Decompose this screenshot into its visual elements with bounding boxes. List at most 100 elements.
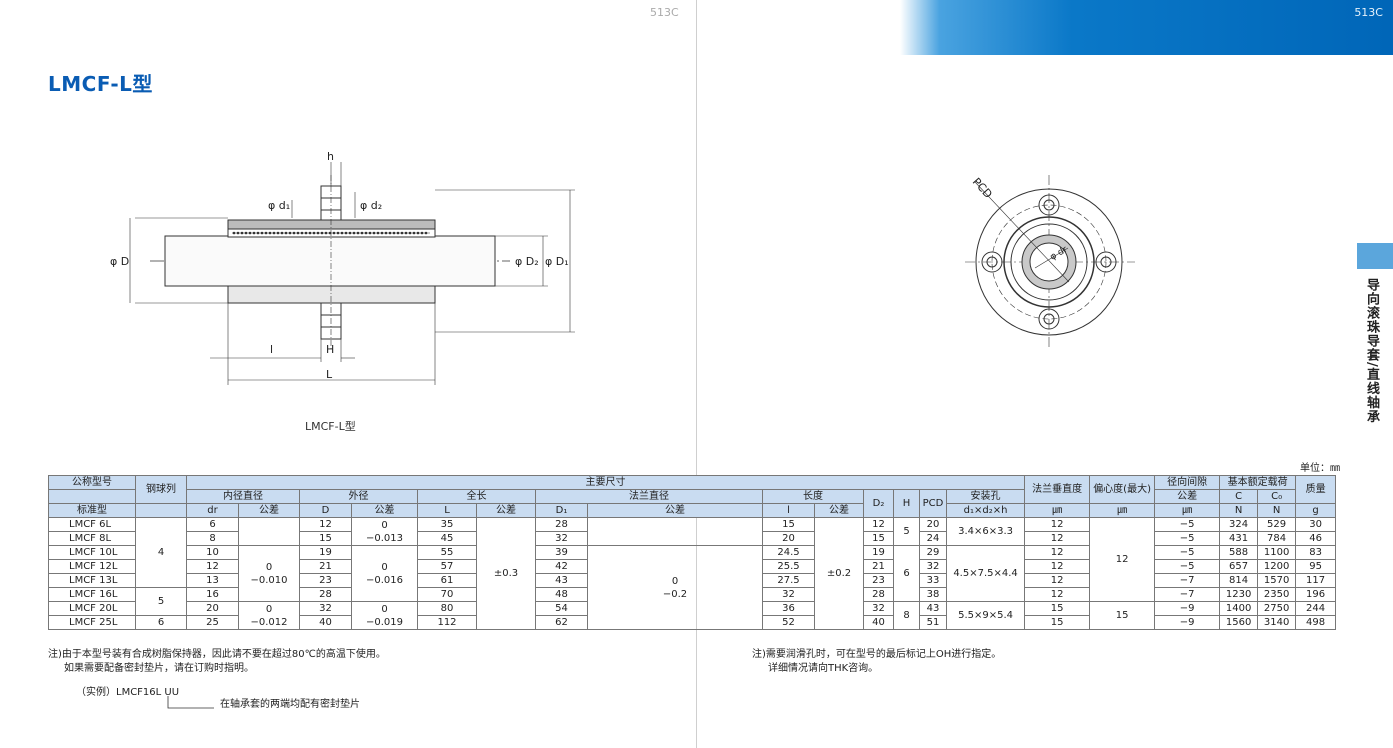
ball-dot	[292, 231, 296, 235]
table-cell: 244	[1295, 601, 1337, 616]
table-cell: 784	[1257, 531, 1297, 546]
page-title: LMCF-L型	[48, 72, 153, 96]
table-cell: LMCF 25L	[48, 615, 136, 630]
table-cell: 324	[1219, 517, 1259, 532]
table-cell: 20	[762, 531, 815, 546]
ball-dot	[400, 231, 404, 235]
hdr-mount-hole: 安装孔	[945, 489, 1026, 504]
table-cell: ±0.2	[814, 517, 864, 630]
table-cell: 117	[1295, 573, 1337, 588]
table-cell: 0−0.012	[238, 601, 300, 630]
ball-dot	[344, 231, 348, 235]
table-row: LMCF 16L 5 16 28 70 48 32 28 38 12 −7 12…	[48, 587, 1337, 616]
ball-dot	[296, 231, 300, 235]
table-cell: 33	[919, 573, 947, 588]
table-cell: 36	[762, 601, 815, 616]
note-example: （实例）LMCF16L UU	[76, 687, 180, 698]
ball-dot	[308, 231, 312, 235]
ball-dot	[360, 231, 364, 235]
ball-dot	[304, 231, 308, 235]
table-cell: 12	[1024, 587, 1091, 602]
dim-l: l	[270, 343, 273, 356]
table-cell: 38	[919, 587, 947, 602]
table-cell: 1560	[1219, 615, 1259, 630]
table-cell: 5.5×9×5.4	[945, 601, 1026, 630]
ball-dot	[340, 231, 344, 235]
hdr-flange-perp: 法兰垂直度	[1024, 475, 1091, 504]
hdr-perp-unit: ㎛	[1024, 503, 1091, 518]
table-cell: 25.5	[762, 559, 815, 574]
ball-row: (function(){ var s = document.currentScr…	[232, 231, 428, 235]
table-cell: −9	[1154, 601, 1221, 616]
table-cell: 0−0.010	[238, 545, 300, 602]
hdr-outer-dia: 外径	[299, 489, 418, 504]
ball-dot	[316, 231, 320, 235]
table-cell: 15	[863, 531, 894, 546]
ball-dot	[420, 231, 424, 235]
ball-dot	[260, 231, 264, 235]
table-cell: 15	[1024, 615, 1091, 630]
hdr-tol1: 公差	[238, 503, 300, 518]
hdr-tol2: 公差	[351, 503, 418, 518]
hdr-radial-unit: ㎛	[1154, 503, 1221, 518]
technical-drawing: (function(){ var s = document.currentScr…	[110, 150, 1135, 385]
dim-d1: φ d₁	[268, 199, 290, 212]
note-line: 注)需要润滑孔时，可在型号的最后标记上OH进行指定。	[752, 649, 1002, 660]
table-cell: 32	[863, 601, 894, 616]
ball-dot	[232, 231, 236, 235]
spec-table: 公称型号 钢球列 主要尺寸 法兰垂直度 偏心度(最大) 径向间隙 基本额定载荷 …	[48, 475, 1337, 630]
table-cell: 0−0.013	[351, 517, 418, 546]
ball-dot	[348, 231, 352, 235]
ball-dot	[328, 231, 332, 235]
section-label: 导向滚珠导套/直线轴承	[1364, 278, 1379, 424]
hdr-dr: dr	[186, 503, 239, 518]
table-cell: 46	[1295, 531, 1337, 546]
table-cell: 52	[762, 615, 815, 630]
table-cell: 12	[1024, 559, 1091, 574]
ball-dot	[236, 231, 240, 235]
unit-label: 单位：㎜	[1300, 463, 1340, 474]
ball-dot	[272, 231, 276, 235]
ball-dot	[392, 231, 396, 235]
ball-dot	[352, 231, 356, 235]
table-cell: 23	[863, 573, 894, 588]
ball-dot	[376, 231, 380, 235]
hdr-total-len: 全长	[417, 489, 536, 504]
table-cell: 112	[417, 615, 477, 630]
table-row: LMCF 12L 12 21 57 42 25.5 21 32 12 −5 65…	[48, 559, 1337, 574]
table-cell: 1400	[1219, 601, 1259, 616]
table-cell: −7	[1154, 573, 1221, 588]
table-cell: 12	[1024, 517, 1091, 532]
ball-dot	[356, 231, 360, 235]
ball-dot	[276, 231, 280, 235]
section-tab	[1357, 243, 1393, 269]
ball-dot	[336, 231, 340, 235]
ball-dot	[312, 231, 316, 235]
table-cell: 15	[762, 517, 815, 532]
front-view-drawing	[965, 175, 1135, 350]
table-row: LMCF 20L 20 0−0.012 32 0−0.019 80 54 36 …	[48, 601, 1337, 630]
table-cell: 24.5	[762, 545, 815, 560]
table-cell: 20	[919, 517, 947, 532]
table-cell: 3.4×6×3.3	[945, 517, 1026, 546]
table-cell: 12	[1089, 517, 1156, 602]
ball-dot	[256, 231, 260, 235]
table-cell: 62	[535, 615, 588, 630]
table-cell: 6	[893, 545, 920, 602]
table-cell: 2350	[1257, 587, 1297, 602]
hdr-inner-dia: 内径直径	[186, 489, 300, 504]
table-cell: 4.5×7.5×4.4	[945, 545, 1026, 602]
dim-h: h	[327, 150, 334, 163]
table-header-cell	[48, 489, 136, 504]
ball-dot	[408, 231, 412, 235]
table-cell: 43	[919, 601, 947, 616]
table-cell: 28	[863, 587, 894, 602]
table-cell: 83	[1295, 545, 1337, 560]
ball-dot	[332, 231, 336, 235]
table-cell: 657	[1219, 559, 1259, 574]
table-cell: 12	[863, 517, 894, 532]
table-cell: 43	[535, 573, 588, 588]
hdr-tol5: 公差	[814, 503, 864, 518]
dim-PCD: PCD	[970, 175, 995, 201]
table-cell: 51	[919, 615, 947, 630]
